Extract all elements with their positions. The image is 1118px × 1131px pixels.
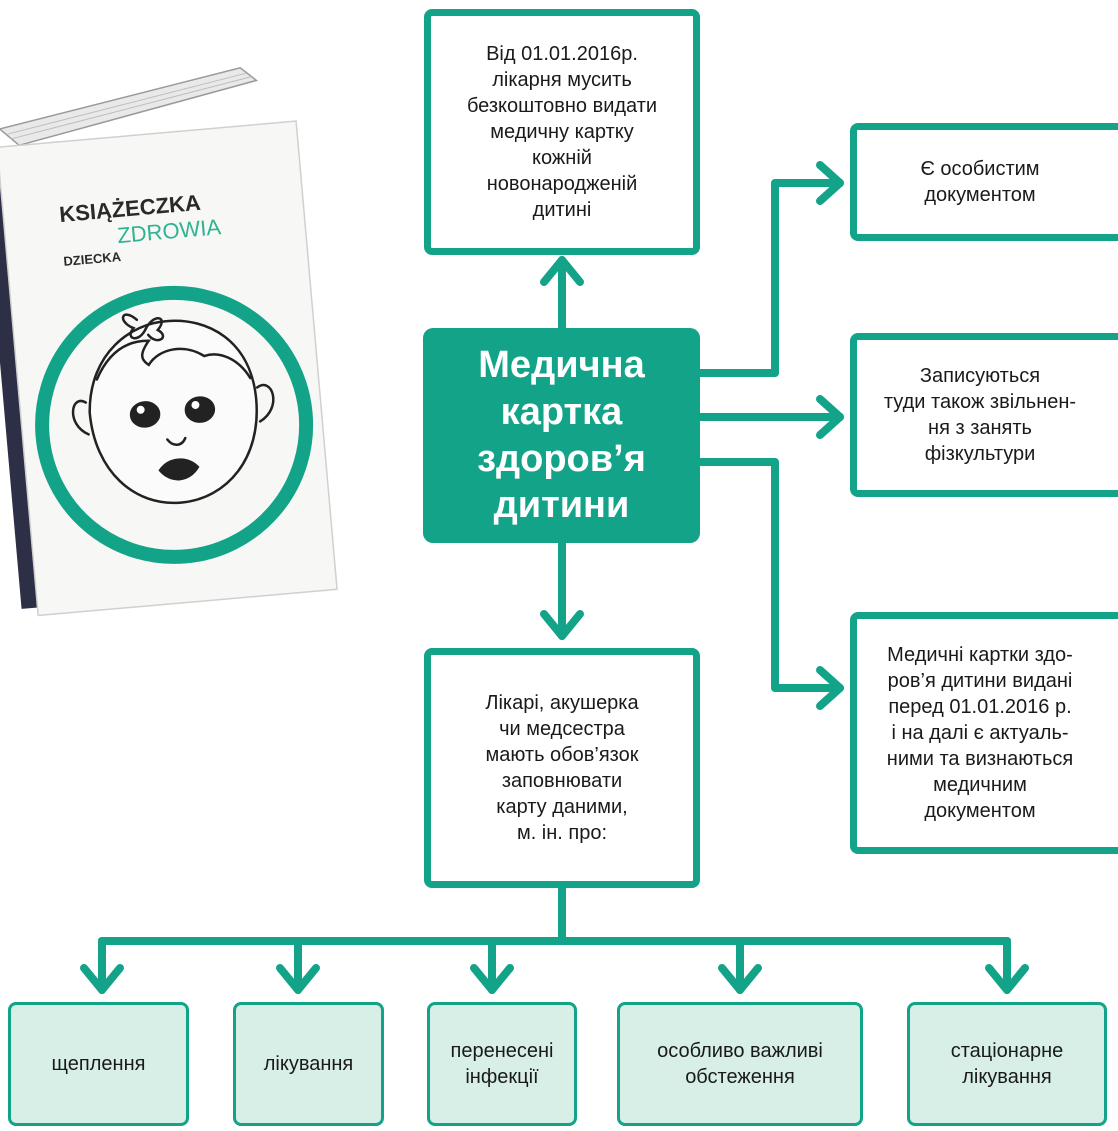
bottom-node: Лікарі, акушерка чи медсестра мають обов… [424,648,700,888]
top-node: Від 01.01.2016р. лікарня мусить безкошто… [424,9,700,255]
connector-right-3 [696,458,844,692]
right-node-3: Медичні картки здо- ров’я дитини видані … [850,612,1118,854]
arrowhead-leaf-2 [276,964,320,994]
arrowhead-right-2 [816,395,844,439]
arrowhead-leaf-3 [470,964,514,994]
booklet-illustration: KSIĄŻECZKA ZDROWIA DZIECKA [0,66,338,617]
arrowhead-right-3 [816,666,844,710]
arrowhead-top [540,256,584,286]
arrowhead-right-1 [816,161,844,205]
arrowhead-leaf-5 [985,964,1029,994]
cover-title-line3: DZIECKA [63,249,122,269]
arrowhead-leaf-4 [718,964,762,994]
leaf-examinations: особливо важливі обстеження [617,1002,863,1126]
child-face-icon [71,313,275,505]
connector-right-1 [696,179,844,377]
right-node-1: Є особистим документом [850,123,1118,241]
arrowhead-bottom [540,610,584,640]
arrowhead-leaf-1 [80,964,124,994]
leaf-infections: перенесені інфекції [427,1002,577,1126]
leaf-vaccination: щеплення [8,1002,189,1126]
center-node: Медична картка здоров’я дитини [423,328,700,543]
leaf-treatment: лікування [233,1002,384,1126]
right-node-2: Записуються туди також звільнен- ня з за… [850,333,1118,497]
leaf-inpatient-treatment: стаціонарне лікування [907,1002,1107,1126]
